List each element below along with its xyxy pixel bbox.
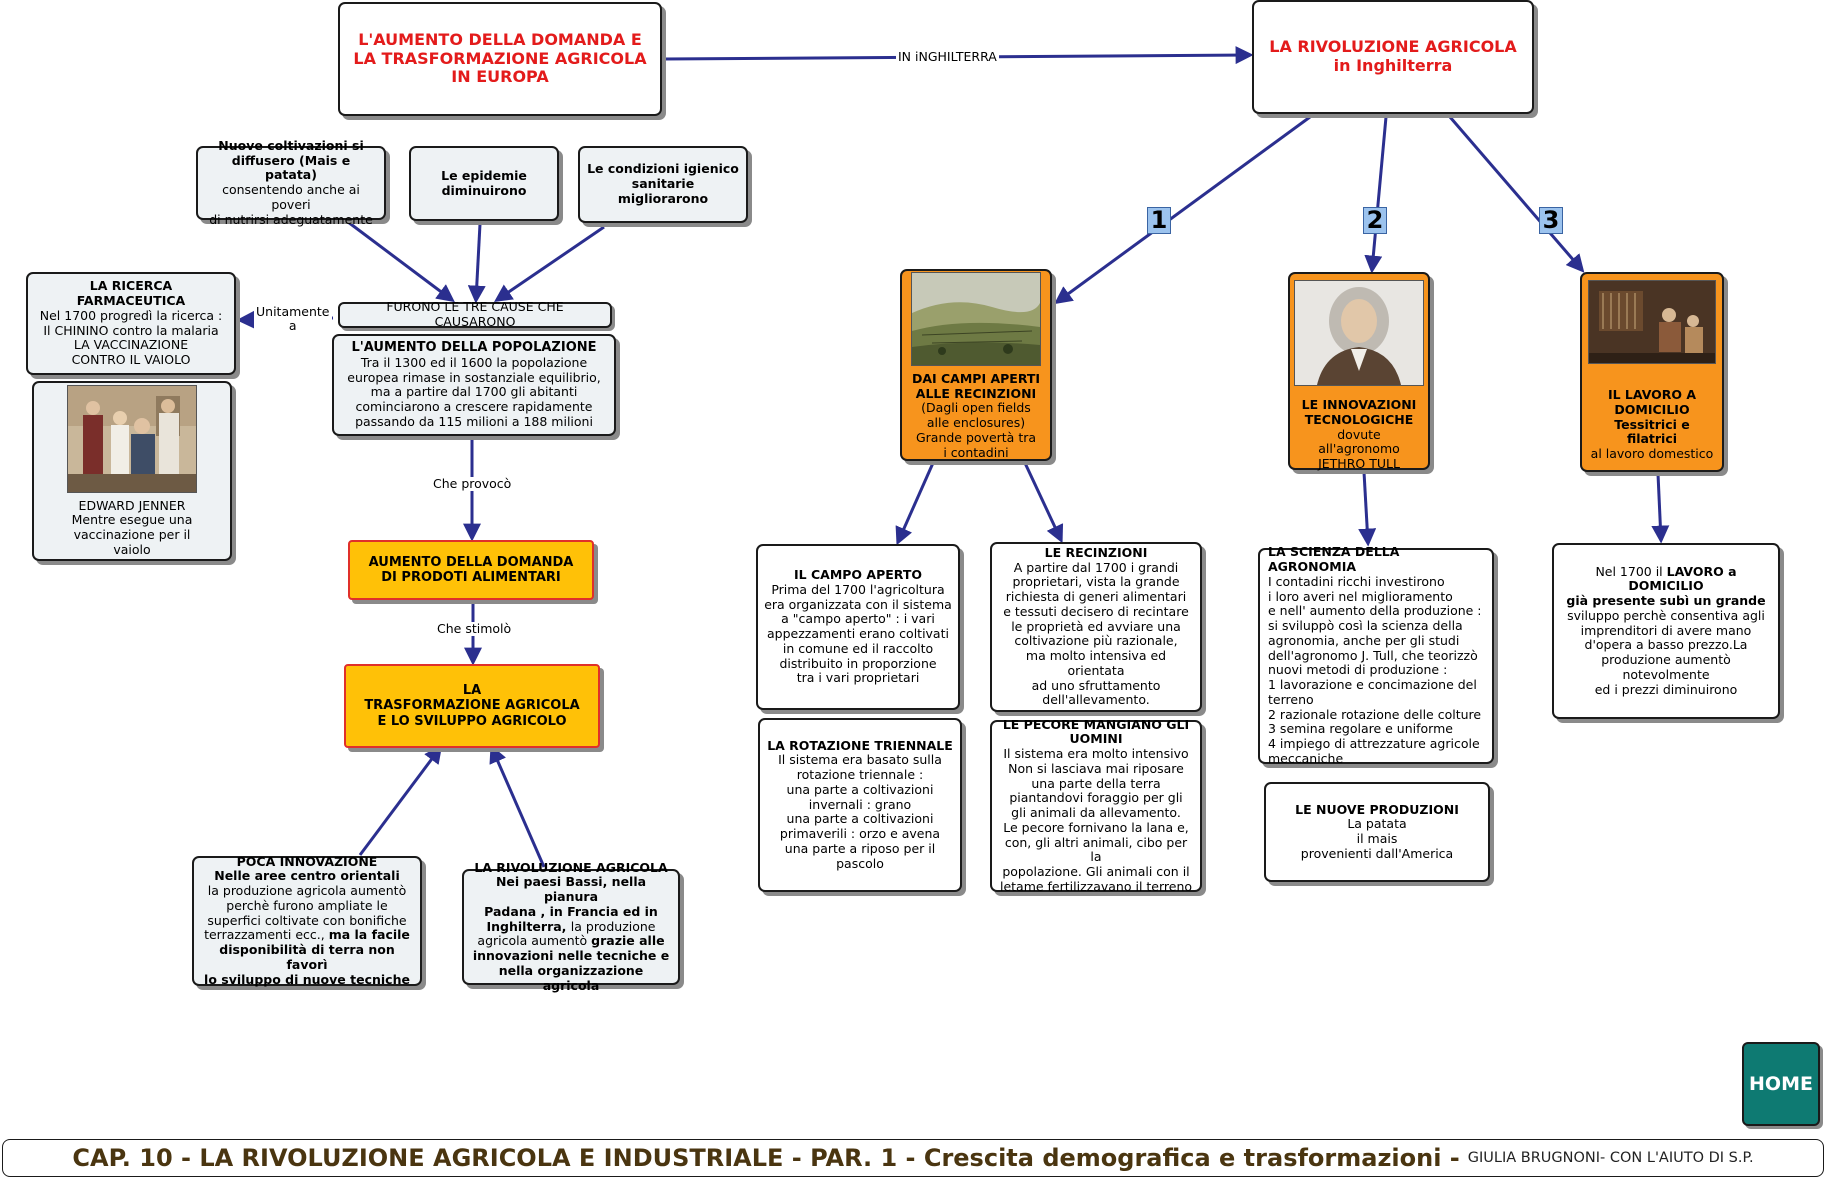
arrow-cause2 [467, 223, 486, 304]
footer-chapter-banner: CAP. 10 - LA RIVOLUZIONE AGRICOLA E INDU… [2, 1139, 1824, 1177]
lavoro-a-domicilio: IL LAVORO A DOMICILIO Tessitrici e filat… [1580, 272, 1724, 472]
pecore-mangiano-uomini: LE PECORE MANGIANO GLI UOMINI Il sistema… [990, 717, 1202, 894]
number-marker-2: 2 [1363, 207, 1387, 234]
footer-chapter-title: CAP. 10 - LA RIVOLUZIONE AGRICOLA E INDU… [72, 1144, 1460, 1172]
title-rivoluzione-agricola-inghilterra: LA RIVOLUZIONE AGRICOLA in Inghilterra [1252, 0, 1534, 114]
scienza-agronomia: LA SCIENZA DELLA AGRONOMIA I contadini r… [1258, 545, 1494, 766]
trasformazione-agricola: LA TRASFORMAZIONE AGRICOLA E LO SVILUPPO… [344, 664, 600, 748]
arrow-lavoro-domicilio [1651, 473, 1670, 544]
countryside-enclosures-image [911, 271, 1041, 366]
label-unitamente-a: Unitamente a [254, 304, 332, 334]
arrow-scienza [1358, 471, 1377, 547]
jenner-vaccination-image [67, 384, 197, 493]
title-aumento-domanda-europa: L'AUMENTO DELLA DOMANDA E LA TRASFORMAZI… [338, 2, 662, 116]
home-weaving-image [1588, 280, 1716, 364]
footer-author: GIULIA BRUGNONI- CON L'AIUTO DI S.P. [1467, 1150, 1754, 1166]
cause-nuove-coltivazioni: Nuove coltivazioni si diffusero (Mais e … [196, 138, 386, 226]
arrow-campo-aperto [895, 462, 935, 546]
nuove-produzioni: LE NUOVE PRODUZIONI La patata il mais pr… [1264, 782, 1490, 882]
arrow-rivoluzione-2 [1364, 116, 1388, 274]
arrow-rivoluzione-3 [1448, 116, 1585, 273]
recinzioni: LE RECINZIONI A partire dal 1700 i grand… [990, 542, 1202, 712]
campo-aperto: IL CAMPO APERTO Prima del 1700 l'agricol… [756, 544, 960, 710]
cause-condizioni-igieniche: Le condizioni igienico sanitarie miglior… [578, 146, 748, 223]
arrow-poca [358, 745, 443, 856]
label-che-stimolo: Che stimolò [435, 621, 514, 637]
campi-aperti-recinzioni: DAI CAMPI APERTI ALLE RECINZIONI (Dagli … [900, 269, 1052, 461]
cause-epidemie: Le epidemie diminuirono [409, 146, 559, 221]
poca-innovazione: POCA INNOVAZIONE Nelle aree centro orien… [192, 854, 422, 986]
label-in-inghilterra: IN iNGHILTERRA [896, 49, 999, 65]
innovazioni-tecnologiche: LE INNOVAZIONI TECNOLOGICHE dovute all'a… [1288, 272, 1430, 471]
lavoro-domicilio-1700: Nel 1700 il LAVORO a DOMICILIO già prese… [1552, 543, 1780, 719]
edward-jenner: EDWARD JENNER Mentre esegue una vaccinaz… [32, 381, 232, 561]
arrow-recinzioni [1023, 462, 1064, 544]
rivoluzione-agricola-paesi: LA RIVOLUZIONE AGRICOLA Nei paesi Bassi,… [462, 860, 680, 992]
label-furono-tre-cause: FURONO LE TRE CAUSE CHE CAUSARONO [338, 299, 612, 329]
arrow-rivoluzione-1 [1054, 115, 1311, 305]
label-che-provoco: Che provocò [431, 476, 514, 492]
number-marker-1: 1 [1147, 207, 1171, 234]
ricerca-farmaceutica: LA RICERCA FARMACEUTICA Nel 1700 progred… [26, 272, 236, 375]
aumento-popolazione: L'AUMENTO DELLA POPOLAZIONE Tra il 1300 … [332, 334, 616, 436]
arrow-cause3 [494, 225, 605, 303]
arrow-cause1 [347, 220, 455, 303]
rotazione-triennale: LA ROTAZIONE TRIENNALE Il sistema era ba… [758, 718, 962, 892]
home-button[interactable]: HOME [1742, 1042, 1820, 1126]
arrow-rivoluzione-paesi [489, 744, 546, 868]
aumento-domanda-alimentari: AUMENTO DELLA DOMANDA DI PRODOTI ALIMENT… [348, 540, 594, 600]
number-marker-3: 3 [1539, 207, 1563, 234]
jethro-tull-portrait [1294, 280, 1424, 386]
